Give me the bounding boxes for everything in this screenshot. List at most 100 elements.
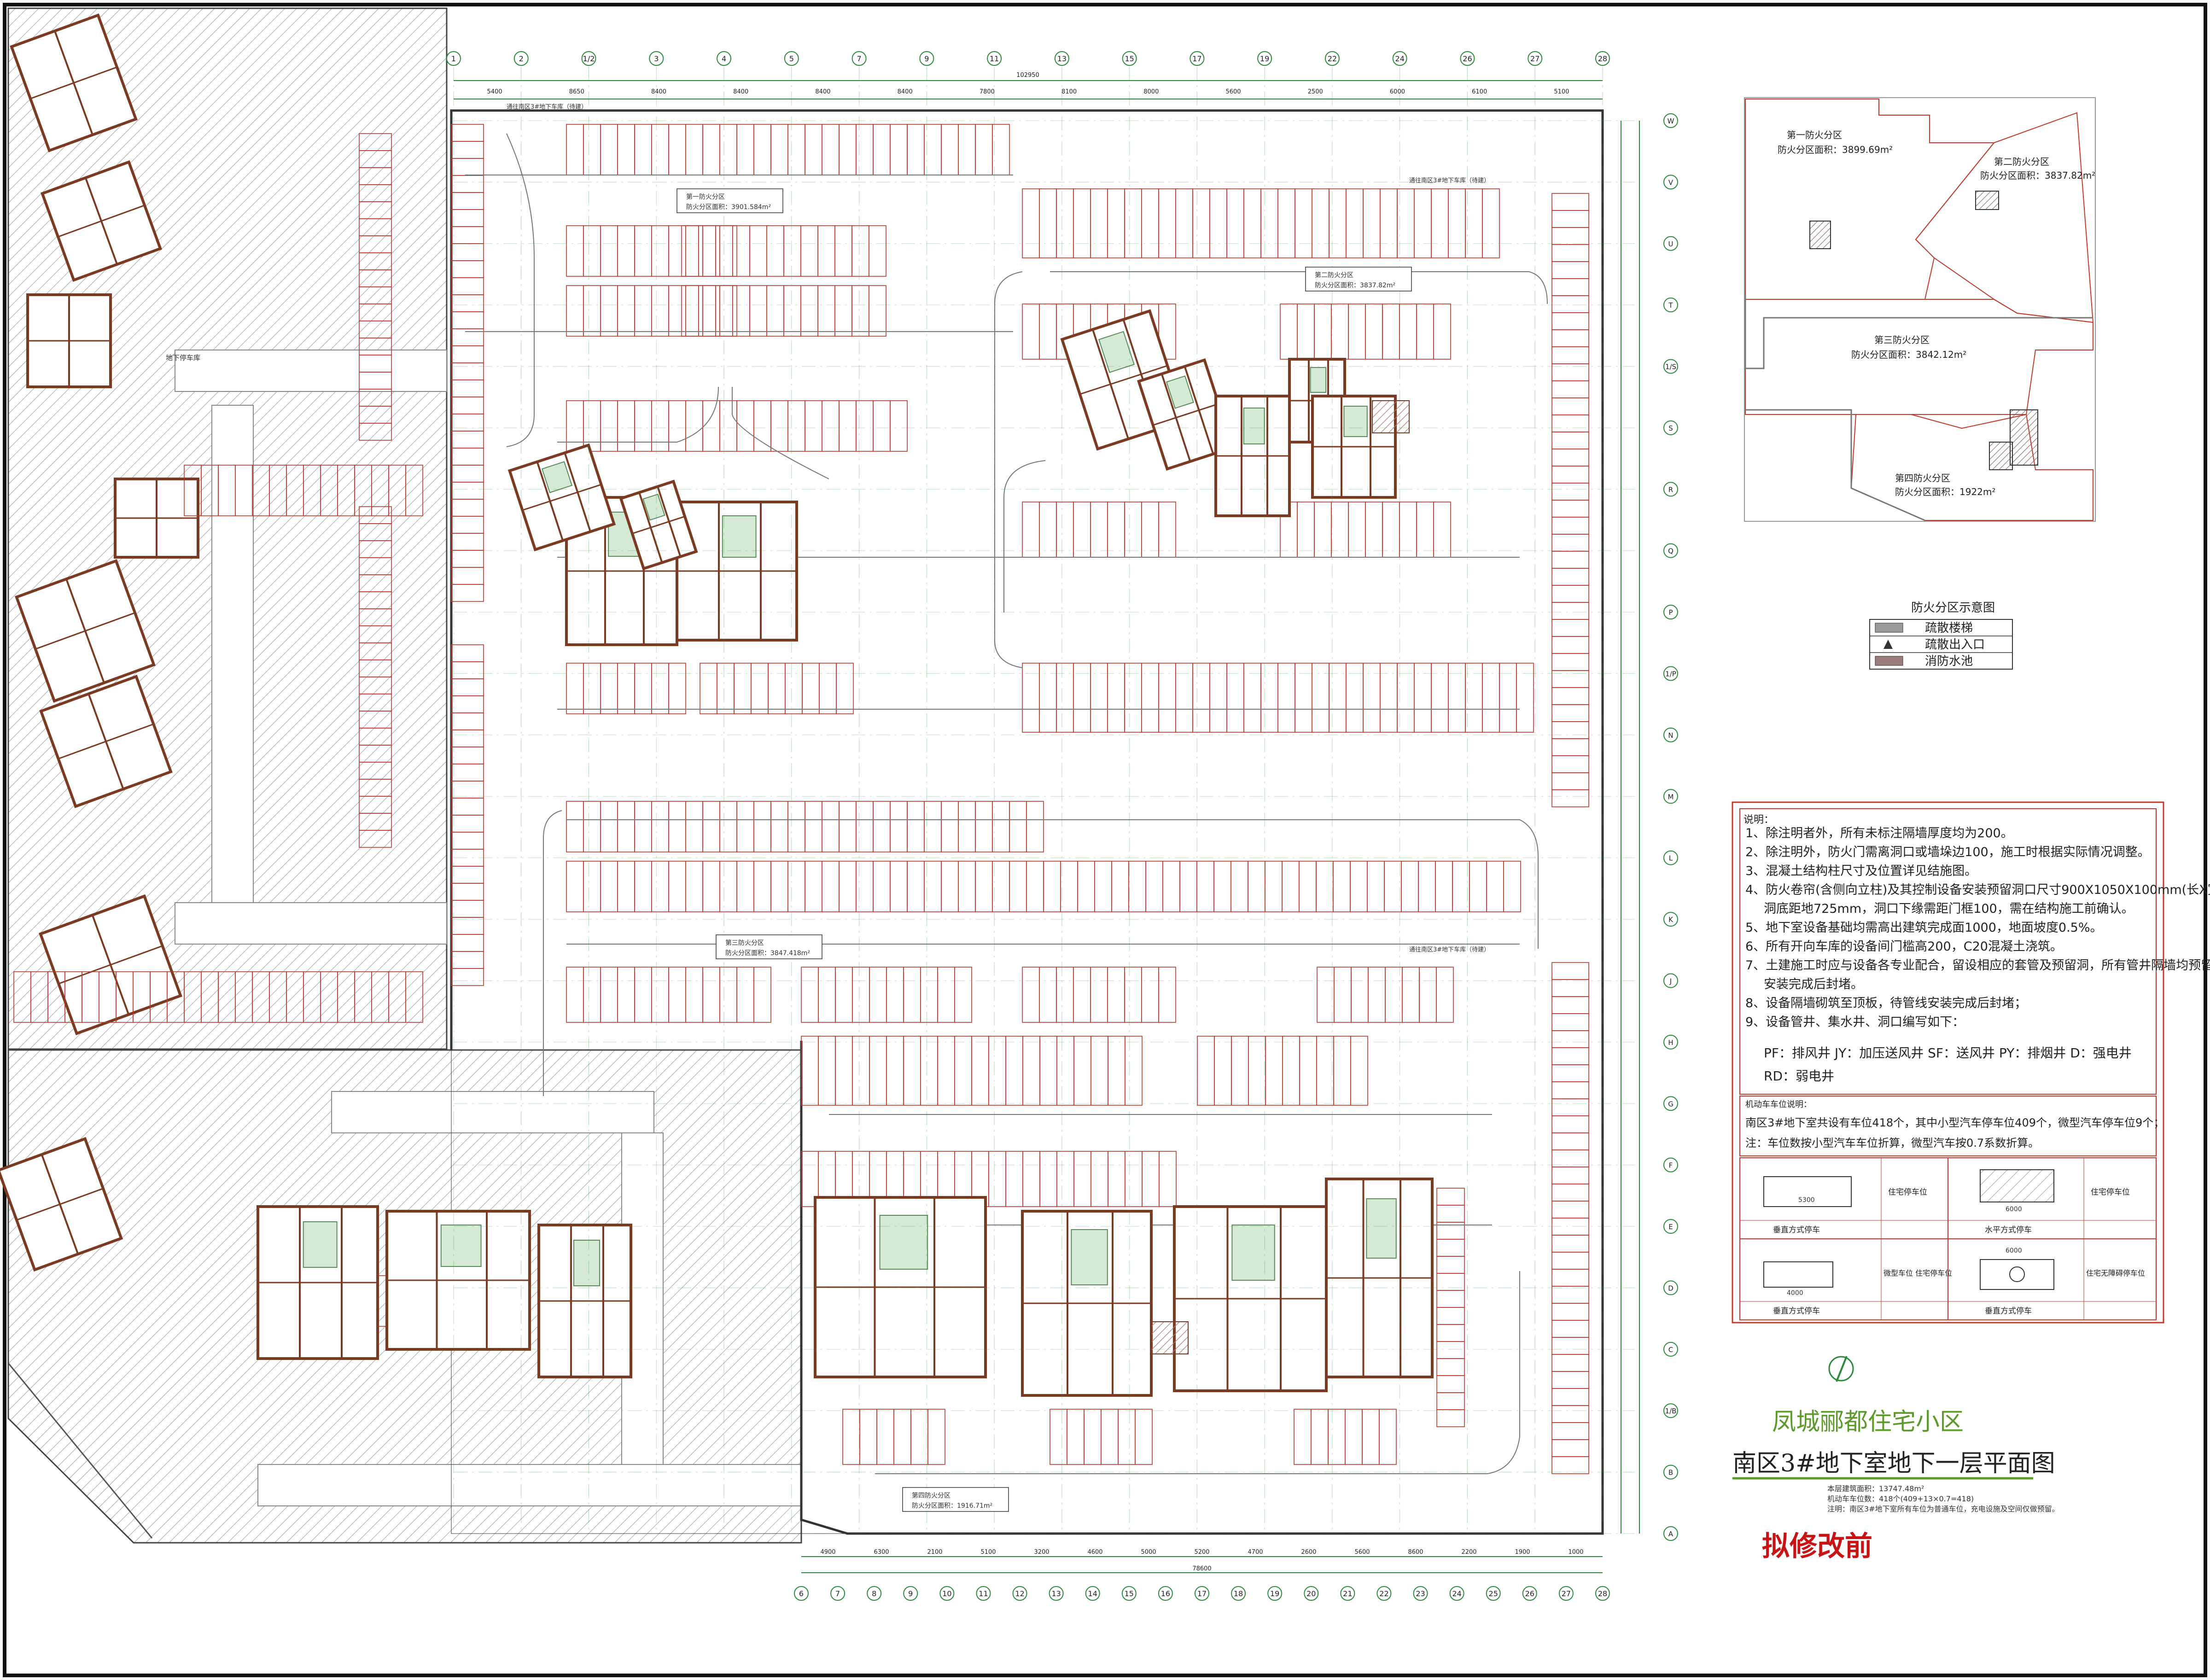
dim-total: 102950 <box>1016 72 1039 79</box>
parking-stall <box>1158 967 1176 1023</box>
residential-core <box>257 1205 379 1360</box>
legend-stair-swatch <box>1875 623 1903 633</box>
parking-stall <box>359 423 392 441</box>
axis-bubble <box>1304 1586 1319 1601</box>
axis-bubble <box>1663 789 1678 804</box>
parking-stall <box>451 584 484 602</box>
axis-bubble <box>1049 1586 1064 1601</box>
left-garage-label: 地下停车库 <box>166 354 200 362</box>
axis-bubble <box>1122 51 1137 66</box>
axis-label: 28 <box>1598 1589 1607 1598</box>
note-item: 9、设备管井、集水井、洞口编写如下： <box>1745 1015 1965 1029</box>
axis-label: 24 <box>1395 54 1405 63</box>
parking-stall <box>1379 1409 1397 1465</box>
axis-bubble <box>1663 1034 1678 1050</box>
axis-bubble <box>1392 51 1407 66</box>
stall-type-3-label: 微型车位 住宅停车位 <box>1883 1269 1952 1278</box>
key-zone2-name: 第二防火分区 <box>1994 156 2049 167</box>
axis-bubble <box>794 1586 809 1601</box>
parking-stall <box>1135 1409 1153 1465</box>
residential-core <box>0 1137 123 1272</box>
axis-label: 15 <box>1125 1589 1134 1598</box>
axis-label: T <box>1668 301 1673 309</box>
legend-exit-icon <box>1883 640 1893 649</box>
axis-label: 19 <box>1270 1589 1279 1598</box>
parking-stall <box>1158 303 1176 360</box>
zone2-tag: 第二防火分区 <box>1315 271 1353 279</box>
dim-text: 4700 <box>1248 1549 1263 1556</box>
axis-bubble <box>1190 51 1205 66</box>
axis-label: R <box>1668 485 1673 494</box>
axis-bubble <box>1663 359 1678 374</box>
link-top-label: 通往南区3#地下车库（待建） <box>507 103 587 111</box>
axis-bubble <box>1663 912 1678 927</box>
dim-text: 2200 <box>1461 1549 1476 1556</box>
residential-core <box>507 443 616 552</box>
stall-vertical-icon <box>1763 1176 1852 1207</box>
dim-text: 6300 <box>874 1549 889 1556</box>
dim-text: 8600 <box>1408 1549 1423 1556</box>
parking-stall <box>954 967 972 1023</box>
axis-label: 26 <box>1525 1589 1534 1598</box>
dim-text: 5600 <box>1354 1549 1370 1556</box>
axis-label: 27 <box>1562 1589 1571 1598</box>
axis-bubble <box>1054 51 1069 66</box>
key-zone4-name: 第四防火分区 <box>1895 472 1950 484</box>
stall-micro-icon <box>1763 1261 1833 1288</box>
axis-label: 13 <box>1051 1589 1061 1598</box>
dim-text: 5100 <box>980 1549 996 1556</box>
residential-core <box>114 478 199 559</box>
note-item: 7、土建施工时应与设备各专业配合，留设相应的套管及预留洞，所有管井隔墙均预留管道 <box>1745 958 2210 973</box>
axis-bubble <box>919 51 934 66</box>
axis-label: 23 <box>1416 1589 1425 1598</box>
parking-stall <box>1350 1036 1368 1106</box>
axis-bubble <box>1195 1586 1209 1601</box>
axis-bubble <box>1663 727 1678 742</box>
axis-label: 1/S <box>1665 363 1676 371</box>
dim-text: 3200 <box>1034 1549 1049 1556</box>
drawing-title: 南区3#地下室地下一层平面图 <box>1732 1450 2055 1477</box>
parking-stall <box>869 225 886 277</box>
parking-stall <box>405 465 423 516</box>
residential-core <box>385 1210 531 1351</box>
parking-stall <box>869 285 886 337</box>
note-item: 5、地下室设备基础均需高出建筑完成面1000，地面坡度0.5%。 <box>1745 921 2102 935</box>
axis-label: 7 <box>835 1589 840 1598</box>
residential-core <box>10 13 138 152</box>
key-zone3-area: 防火分区面积：3842.12m² <box>1851 349 1966 360</box>
fire-key-caption: 防火分区示意图 <box>1911 601 1995 615</box>
axis-label: 16 <box>1161 1589 1170 1598</box>
axis-bubble <box>1460 51 1475 66</box>
axis-bubble <box>939 1586 955 1601</box>
parking-heading: 机动车车位说明： <box>1745 1100 1812 1109</box>
dim-text: 8100 <box>1061 88 1077 95</box>
axis-bubble <box>1267 1586 1283 1601</box>
stall-vertical-dim: 5300 <box>1798 1196 1815 1204</box>
axis-label: 22 <box>1328 54 1337 63</box>
axis-bubble <box>1231 1586 1246 1601</box>
stall-accessible-dim: 6000 <box>2006 1247 2022 1254</box>
axis-label: 11 <box>979 1589 988 1598</box>
axis-label: 19 <box>1260 54 1269 63</box>
residential-core <box>1021 1210 1153 1397</box>
key-zone1-area: 防火分区面积：3899.69m² <box>1778 144 1893 155</box>
zone3-tag-area: 防火分区面积：3847.418m² <box>725 950 810 957</box>
parking-stall <box>1436 1409 1465 1427</box>
codes-line-2: RD：弱电井 <box>1764 1068 1834 1084</box>
title-note-line: 注明：南区3#地下室所有车位为普通车位，充电设施及空间仅做预留。 <box>1827 1505 2059 1513</box>
parking-stall <box>1482 188 1500 258</box>
axis-bubble <box>903 1586 918 1601</box>
stall-accessible-icon <box>1980 1259 2054 1290</box>
axis-label: 17 <box>1192 54 1201 63</box>
axis-label: 9 <box>924 54 929 63</box>
axis-label: 6 <box>799 1589 804 1598</box>
north-arrow-icon <box>1828 1356 1854 1382</box>
axis-bubble <box>1558 1586 1574 1601</box>
axis-bubble <box>1595 51 1610 66</box>
axis-label: 26 <box>1463 54 1472 63</box>
axis-label: 18 <box>1234 1589 1243 1598</box>
note-item: 1、除注明者外，所有未标注隔墙厚度均为200。 <box>1745 826 2013 840</box>
axis-label: 28 <box>1598 54 1607 63</box>
link-right2-label: 通往南区3#地下车库（待建） <box>1409 946 1490 953</box>
axis-label: D <box>1668 1284 1674 1292</box>
